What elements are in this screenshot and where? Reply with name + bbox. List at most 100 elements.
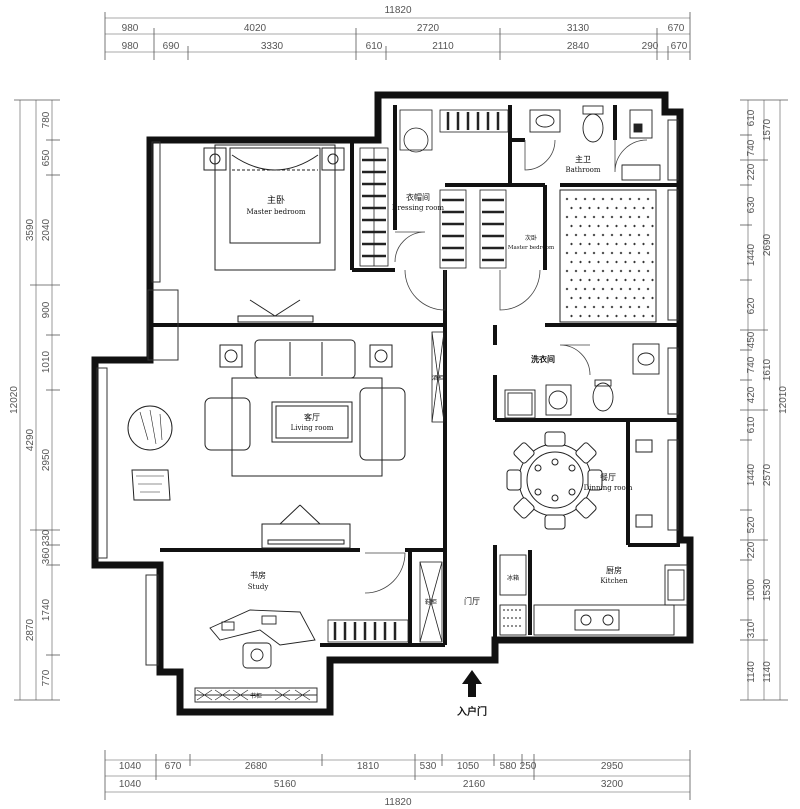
- bedspread-dot: [565, 233, 569, 237]
- bedspread-dot: [624, 206, 627, 210]
- label-wine-cabinet: 酒柜: [432, 374, 444, 382]
- bedspread-dot: [646, 269, 650, 273]
- bedspread-dot: [610, 197, 614, 201]
- bedspread-dot: [574, 305, 578, 309]
- dim-right-b6: 1140: [762, 661, 773, 683]
- bedspread-dot: [606, 296, 609, 300]
- bedspread-dot: [642, 242, 645, 246]
- dim-top-a4: 3130: [567, 23, 590, 34]
- balcony-round-table: [127, 405, 173, 501]
- bedspread-dot: [637, 197, 641, 201]
- dim-left-b2: 4290: [25, 428, 36, 451]
- bedspread-dot: [597, 296, 600, 300]
- bedspread-dot: [642, 278, 645, 282]
- bedspread-dot: [646, 287, 650, 291]
- bedspread-dot: [637, 269, 641, 273]
- bedspread-dot: [633, 224, 636, 228]
- bedspread-dot: [642, 296, 645, 300]
- laundry-fixtures: [504, 343, 660, 419]
- bedspread-dot: [601, 251, 605, 255]
- bedspread-dot: [651, 314, 654, 318]
- bedspread-dot: [592, 287, 596, 291]
- dim-right-a14: 1000: [746, 578, 757, 601]
- bedspread-dot: [583, 269, 587, 273]
- bedspread-dot: [592, 251, 596, 255]
- dim-top-b1: 980: [122, 41, 139, 52]
- bedspread-dot: [606, 242, 609, 246]
- bedspread-dot: [619, 287, 623, 291]
- bedspread-dot: [646, 215, 650, 219]
- bedspread-dot: [610, 305, 614, 309]
- dining-set: [506, 431, 653, 530]
- bedspread-dot: [574, 215, 578, 219]
- dim-left-a8: 360: [41, 547, 52, 564]
- bedspread-dot: [624, 296, 627, 300]
- dim-right-a13: 220: [746, 541, 757, 558]
- bedspread-dot: [646, 305, 650, 309]
- dim-left-total: 12020: [9, 386, 20, 414]
- bedspread-dot: [615, 296, 618, 300]
- bedspread-dot: [570, 206, 573, 210]
- bedspread-dot: [588, 296, 591, 300]
- label-bathroom-en: Bathroom: [565, 166, 600, 174]
- bedspread-dot: [606, 260, 609, 264]
- label-dressing-en: Dressing room: [392, 204, 445, 212]
- bedspread-dot: [642, 260, 645, 264]
- master-tv: [237, 299, 314, 323]
- dim-left-b1: 3590: [25, 218, 36, 241]
- wine-cabinet: [431, 331, 445, 423]
- master-wardrobe: [359, 147, 389, 267]
- dim-top-b6: 2840: [567, 41, 590, 52]
- dim-bottom-b3: 2160: [463, 779, 486, 790]
- label-kitchen-cn: 厨房: [606, 565, 622, 575]
- dim-right-a2: 740: [746, 139, 757, 156]
- dim-right-a1: 610: [746, 109, 757, 126]
- study-bookshelf: [196, 619, 409, 701]
- dim-top-a1: 980: [122, 23, 139, 34]
- exterior-walls: [91, 91, 694, 716]
- bedspread-dot: [628, 269, 632, 273]
- bedspread-dot: [606, 206, 609, 210]
- dimension-right: 610 740 220 630 1440 620 450 740 420 610…: [740, 99, 789, 701]
- bedspread-dot: [633, 260, 636, 264]
- bedspread-dot: [565, 269, 569, 273]
- bedspread-dot: [642, 314, 645, 318]
- bedspread-dot: [597, 278, 600, 282]
- bedspread-dot: [646, 197, 650, 201]
- dim-right-a5: 1440: [746, 243, 757, 266]
- bedspread-dot: [651, 206, 654, 210]
- dim-left-a10: 770: [41, 669, 52, 686]
- bedspread-dot: [601, 233, 605, 237]
- bedspread-dot: [633, 242, 636, 246]
- bedspread-dot: [633, 296, 636, 300]
- bedspread-dot: [574, 269, 578, 273]
- dim-right-a10: 610: [746, 416, 757, 433]
- bedspread-dot: [583, 305, 587, 309]
- bedspread-dot: [601, 305, 605, 309]
- bedspread-dot: [615, 278, 618, 282]
- bedspread-dot: [610, 233, 614, 237]
- dimension-top: 11820 980 4020 2720 3130 670 980 690 333…: [104, 5, 691, 60]
- bedspread-dot: [601, 197, 605, 201]
- bedspread-dot: [570, 260, 573, 264]
- label-study-cn: 书房: [250, 570, 266, 580]
- bedspread-dot: [592, 233, 596, 237]
- bedspread-dot: [606, 278, 609, 282]
- bedspread-dot: [619, 197, 623, 201]
- dim-right-a6: 620: [746, 297, 757, 314]
- dim-left-a9: 1740: [41, 598, 52, 621]
- dim-left-b3: 2870: [25, 618, 36, 641]
- bedspread-dot: [637, 251, 641, 255]
- dressing-closets: [399, 109, 509, 269]
- label-living-en: Living room: [291, 424, 334, 432]
- bedspread-dot: [624, 260, 627, 264]
- dim-bottom-a7: 580: [500, 761, 517, 772]
- bedspread-dot: [579, 260, 582, 264]
- bedspread-dot: [615, 206, 618, 210]
- bathroom-fixtures: [529, 105, 661, 181]
- bedspread-dot: [597, 260, 600, 264]
- dim-top-a3: 2720: [417, 23, 440, 34]
- dim-right-b3: 1610: [762, 358, 773, 381]
- bedspread-dot: [565, 287, 569, 291]
